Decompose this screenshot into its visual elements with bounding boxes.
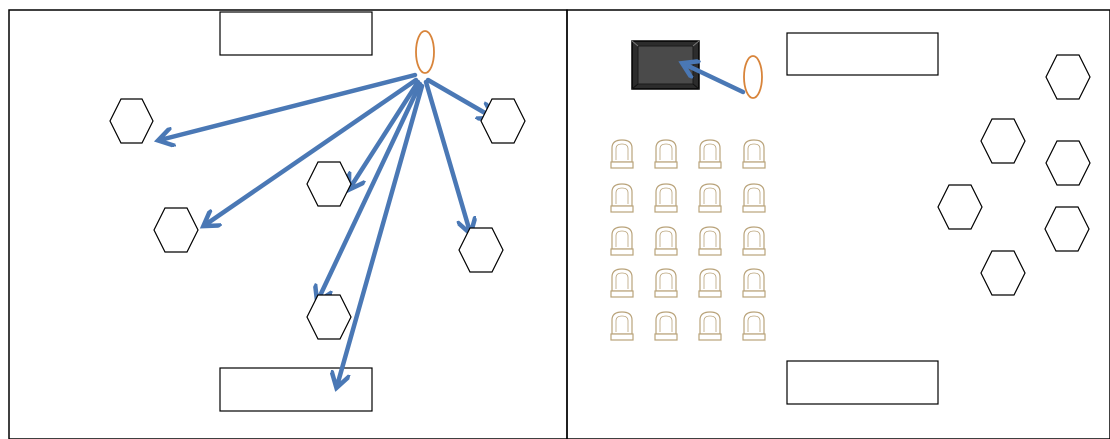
arrow-icon xyxy=(684,64,746,95)
hexagon-icon xyxy=(306,161,352,207)
right-top-rectangle xyxy=(786,32,939,76)
hexagon-group-left xyxy=(109,98,526,340)
hexagon-icon xyxy=(480,98,526,144)
right-bottom-rectangle xyxy=(786,360,939,405)
hexagon-icon xyxy=(153,207,199,253)
hexagon-icon xyxy=(458,227,504,273)
chair-icon xyxy=(742,226,766,256)
left-panel xyxy=(109,11,526,412)
arrow-icon xyxy=(205,77,419,225)
arrow-icon xyxy=(350,79,421,188)
right-panel-frame xyxy=(566,9,1110,439)
arrow-icon xyxy=(337,83,425,386)
hexagon-icon xyxy=(109,98,154,144)
chair-icon xyxy=(698,183,722,213)
chair-icon xyxy=(610,268,634,298)
chair-icon xyxy=(654,226,678,256)
chair-icon xyxy=(654,183,678,213)
hexagon-icon xyxy=(1045,54,1091,100)
arrow-group-left xyxy=(160,72,492,386)
hexagon-icon xyxy=(306,294,352,340)
arrow-icon xyxy=(425,77,492,117)
chair-icon xyxy=(742,139,766,169)
chair-grid xyxy=(610,139,766,341)
hexagon-icon xyxy=(1045,140,1091,186)
chair-icon xyxy=(654,311,678,341)
left-bottom-rectangle xyxy=(219,367,373,412)
chair-icon xyxy=(742,311,766,341)
chair-icon xyxy=(698,311,722,341)
right-panel xyxy=(610,32,1091,405)
left-top-rectangle xyxy=(219,11,373,56)
hexagon-icon xyxy=(937,184,983,230)
chair-icon xyxy=(742,183,766,213)
chair-icon xyxy=(610,139,634,169)
chair-icon xyxy=(654,139,678,169)
oval-icon xyxy=(415,30,435,74)
arrow-icon xyxy=(423,79,470,232)
hexagon-icon xyxy=(980,118,1026,164)
arrow-icon xyxy=(160,72,418,140)
chair-icon xyxy=(610,183,634,213)
panel-frames xyxy=(8,9,1110,439)
chair-icon xyxy=(698,268,722,298)
arrow-icon xyxy=(318,81,423,300)
chair-icon xyxy=(698,139,722,169)
hexagon-group-right xyxy=(937,54,1091,296)
hexagon-icon xyxy=(1044,206,1090,252)
chair-icon xyxy=(698,226,722,256)
hexagon-icon xyxy=(980,250,1026,296)
chair-icon xyxy=(610,226,634,256)
chair-icon xyxy=(610,311,634,341)
oval-icon xyxy=(743,55,763,99)
chair-icon xyxy=(654,268,678,298)
chair-icon xyxy=(742,268,766,298)
